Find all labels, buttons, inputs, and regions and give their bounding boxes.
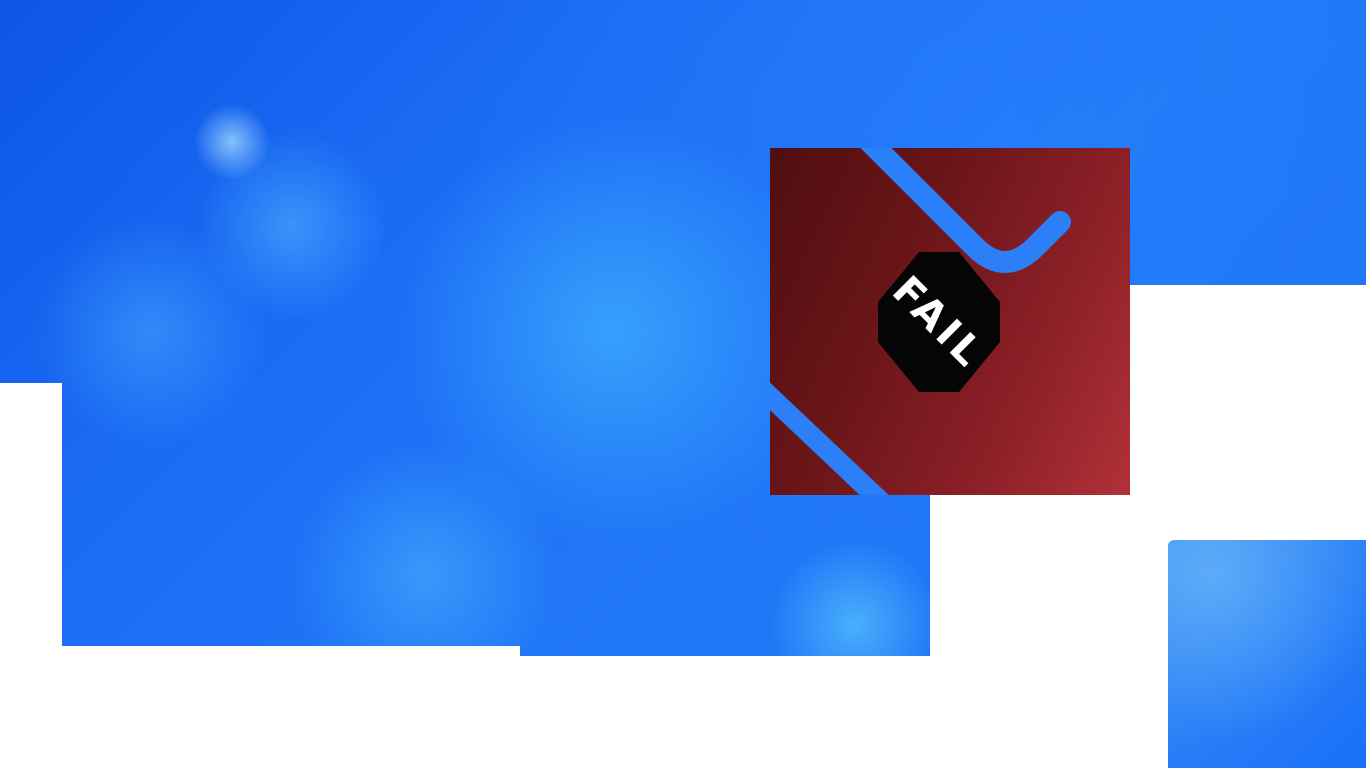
fail-stamp-graphic: FAIL: [770, 148, 1071, 495]
ribbon-top-icon: [860, 148, 1071, 273]
ribbon-bottom-icon: [770, 382, 889, 495]
white-region-left-strip: [0, 383, 62, 656]
white-region-bottom-sliver: [0, 646, 520, 656]
white-region-mid-right: [930, 495, 1130, 656]
blue-corner-square: [1168, 540, 1366, 768]
stamp-octagon: [878, 252, 1000, 392]
fail-stamp-panel: FAIL: [770, 148, 1130, 495]
